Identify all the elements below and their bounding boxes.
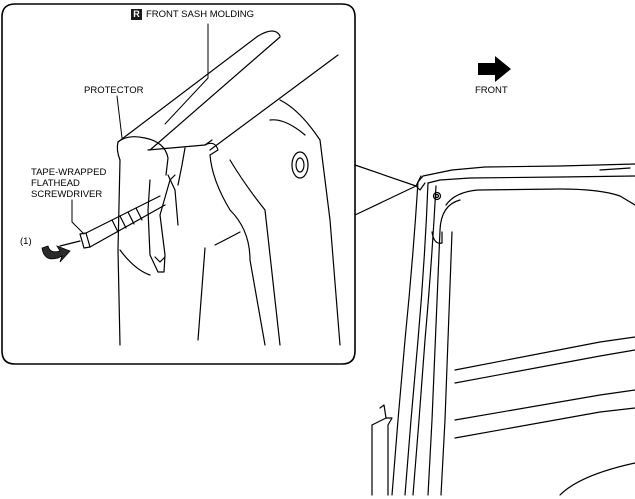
tool-label-line1: TAPE-WRAPPED (31, 167, 107, 178)
right-arrow-icon (478, 56, 511, 82)
side-badge: R (131, 9, 142, 20)
front-direction-label: FRONT (475, 85, 508, 96)
front-sash-molding-label: FRONT SASH MOLDING (146, 9, 255, 20)
tool-label-line3: SCREWDRIVER (31, 189, 103, 200)
detail-illustration (116, 30, 341, 346)
leader-lines (71, 23, 209, 235)
step-number-label: (1) (20, 236, 32, 247)
detail-frame (1, 3, 356, 365)
rotate-arrow-icon (41, 245, 71, 263)
tool-label-line2: FLATHEAD (31, 178, 80, 189)
callout-leader (354, 164, 417, 216)
door-frame (371, 163, 635, 496)
protector-label: PROTECTOR (84, 85, 144, 96)
